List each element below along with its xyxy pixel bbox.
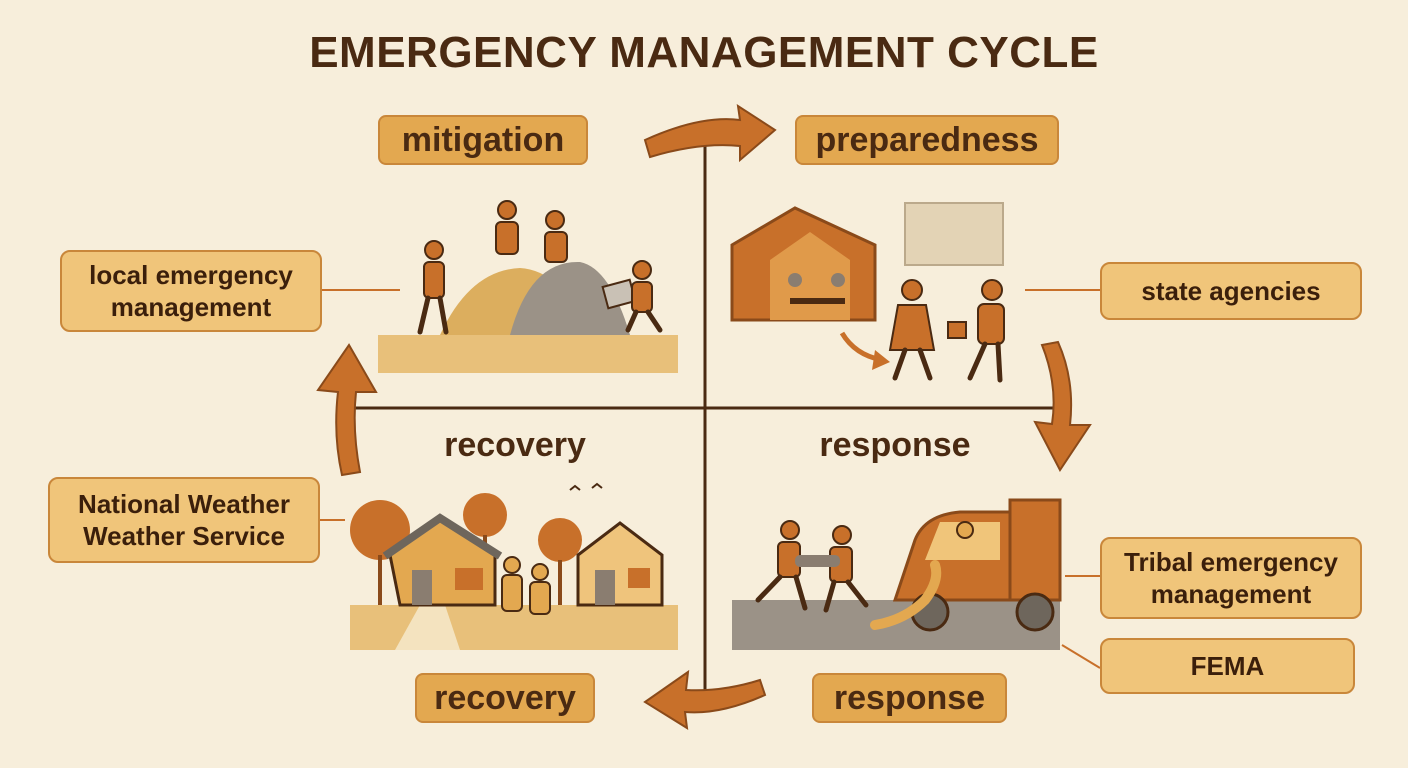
- phase-chip-response: response: [812, 673, 1007, 723]
- quadrant-label-recovery: recovery: [444, 426, 586, 464]
- phase-chip-recovery: recovery: [415, 673, 595, 723]
- agency-box-nws: National Weather Weather Service: [48, 477, 320, 563]
- agency-box-fema: FEMA: [1100, 638, 1355, 694]
- arrow-left-icon: [316, 343, 378, 477]
- phase-chip-preparedness: preparedness: [795, 115, 1059, 165]
- preparedness-scene-icon: [730, 202, 1005, 383]
- agency-box-state: state agencies: [1100, 262, 1362, 320]
- recovery-scene-icon: [350, 482, 678, 650]
- agency-box-local: local emergency management: [60, 250, 322, 332]
- arrow-top-icon: [643, 103, 777, 163]
- agency-box-tribal: Tribal emergency management: [1100, 537, 1362, 619]
- diagram-title: EMERGENCY MANAGEMENT CYCLE: [309, 28, 1099, 77]
- mitigation-scene-icon: [378, 200, 678, 373]
- quadrant-label-response: response: [819, 426, 971, 464]
- phase-chip-mitigation: mitigation: [378, 115, 588, 165]
- response-scene-icon: [732, 498, 1062, 650]
- arrow-bottom-icon: [643, 669, 767, 730]
- arrow-right-icon: [1033, 340, 1092, 472]
